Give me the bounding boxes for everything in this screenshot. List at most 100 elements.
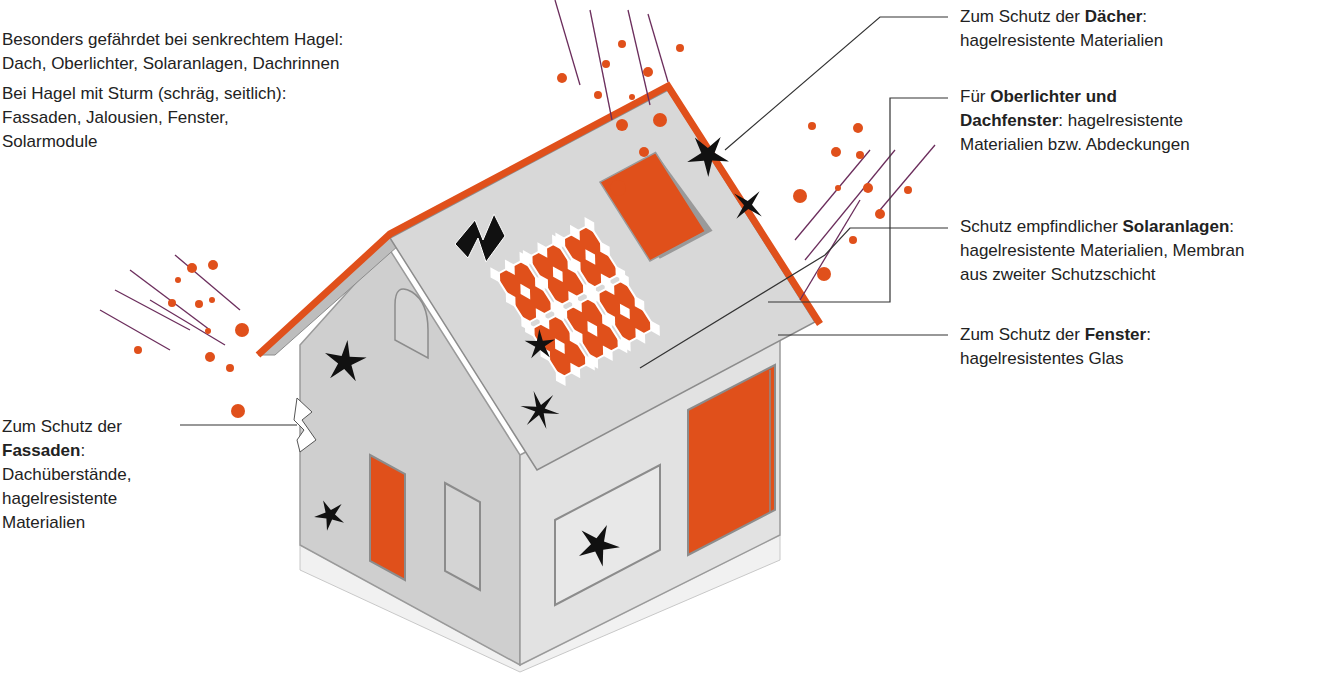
hail-stone [904, 186, 912, 194]
crack [455, 214, 505, 262]
solar-cell [631, 326, 650, 347]
callout-text: Schutz empfindlicher Solaranlagen: hagel… [960, 215, 1252, 287]
skylight [600, 152, 706, 260]
solar-panel [595, 279, 655, 343]
impact-star [525, 329, 555, 358]
hail-stone [863, 183, 873, 193]
hail-stone [557, 73, 567, 83]
gable-window [445, 483, 480, 590]
hail-stone [226, 364, 234, 372]
impact-star [314, 501, 344, 531]
solar-cell [595, 239, 614, 260]
solar-cell [600, 277, 619, 298]
window [555, 465, 660, 605]
hail-streak [880, 145, 935, 210]
solar-cell [533, 240, 552, 261]
hail-stone [594, 91, 602, 99]
crack [294, 398, 316, 452]
solar-cell [566, 254, 585, 275]
hail-stone [875, 209, 885, 219]
hail-stone [616, 119, 628, 131]
leader-lines [180, 17, 948, 425]
callout-text: Für Oberlichter und Dachfenster: hagelre… [960, 85, 1210, 157]
hail-stone [643, 67, 653, 77]
solar-cell [535, 312, 554, 333]
solar-cell [568, 326, 587, 347]
hail-stone [817, 267, 831, 281]
solar-cell [566, 360, 585, 381]
solar-panel [560, 225, 620, 289]
solar-cell [534, 272, 553, 293]
hail-stone [209, 297, 215, 303]
hail-streak [590, 10, 612, 120]
hail-stone [187, 263, 197, 273]
solar-cell [501, 289, 520, 310]
callout-text: Zum Schutz der Fenster: hagelresistentes… [960, 323, 1170, 371]
solar-cell [518, 247, 537, 268]
hail-stone [856, 151, 864, 159]
solar-cell [500, 257, 519, 278]
hail-stone [653, 113, 667, 127]
note: Bei Hagel mit Sturm (schräg, seitlich): … [2, 82, 307, 154]
impact-star [579, 525, 620, 567]
solar-cell [551, 230, 570, 251]
roof-details [473, 150, 749, 389]
hail-stone [853, 123, 863, 133]
hail-streak [628, 10, 650, 105]
frame-edge [769, 370, 771, 512]
solar-cell [583, 319, 602, 340]
hail-stone [205, 328, 211, 334]
arched-window [395, 289, 428, 358]
solar-cell [486, 265, 505, 286]
hail-stone [134, 346, 142, 354]
hail-streak [175, 255, 240, 310]
callout-text: Zum Schutz der Fassaden: Dachüberstände,… [2, 415, 167, 535]
solar-cell [584, 351, 603, 372]
hail-streak [115, 290, 190, 330]
hail-stone [205, 352, 215, 362]
hail-stone [849, 236, 857, 244]
hail-stone [195, 300, 203, 308]
solar-cell [645, 318, 664, 339]
hail-streak [555, 0, 580, 85]
impact-star [520, 391, 559, 429]
hail-stone [793, 189, 807, 203]
solar-cell [615, 301, 634, 322]
hail-stone [639, 147, 649, 157]
solar-cell [516, 281, 535, 302]
hail-stone [208, 260, 218, 270]
solar-cell [616, 333, 635, 354]
hail-streak [130, 270, 210, 330]
hail-damage [314, 137, 762, 567]
hail-stone [676, 44, 684, 52]
impact-star [325, 340, 367, 381]
door [370, 455, 405, 580]
hail-streak [150, 300, 225, 345]
solar-cell [553, 302, 572, 323]
hail-stone [175, 277, 181, 283]
solar-cell [601, 309, 620, 330]
hail-stone [231, 404, 245, 418]
impact-star [734, 191, 762, 219]
hail-streak [100, 310, 170, 350]
solar-cell [580, 215, 599, 236]
solar-cell [548, 264, 567, 285]
hail-stone [808, 122, 816, 130]
hail-stone [618, 40, 626, 48]
solar-cell [630, 293, 649, 314]
callout-text: Zum Schutz der Dächer: hagelresistente M… [960, 5, 1175, 53]
solar-cell [585, 285, 604, 306]
roof-edge [258, 86, 820, 355]
hail-stone [835, 185, 841, 191]
solar-cell [565, 222, 584, 243]
hail-streak [805, 150, 895, 260]
hail-stone [831, 147, 841, 157]
hail-stone [610, 180, 626, 196]
hail-stone [629, 94, 635, 100]
hail-stone [168, 299, 176, 307]
solar-cell [567, 294, 586, 315]
solar-cell [520, 319, 539, 340]
solar-cell [550, 336, 569, 357]
note: Besonders gefährdet bei senkrechtem Hage… [2, 28, 347, 76]
solar-cell [598, 343, 617, 364]
